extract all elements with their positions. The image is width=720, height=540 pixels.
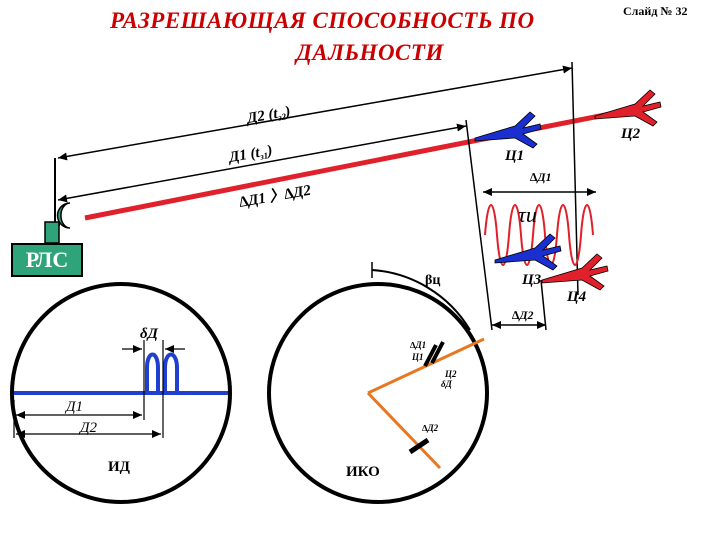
- id-label-name: ИД: [108, 459, 131, 475]
- id-label-d2: Д2: [78, 420, 98, 436]
- title-line-1: РАЗРЕШАЮЩАЯ СПОСОБНОСТЬ ПО: [110, 8, 535, 33]
- radar-label-box: РЛС: [11, 243, 83, 277]
- id-pulse-1: [145, 352, 160, 393]
- target-4-icon: [541, 253, 609, 291]
- iko-mark-c2: [430, 341, 445, 364]
- pulse-waveform: [484, 204, 594, 266]
- iko-label-delta-d2: ∆Д2: [422, 423, 439, 433]
- tick-d2-end: [571, 61, 579, 296]
- label-delta-d1: ∆Д1: [530, 170, 552, 184]
- id-pulse-2: [163, 352, 179, 393]
- target-1-icon: [474, 111, 542, 149]
- range-arrow-d1: [57, 123, 467, 203]
- label-delta-d2: ∆Д2: [512, 308, 534, 322]
- iko-label-name: ИКО: [346, 464, 380, 480]
- label-tau: τи: [518, 202, 537, 227]
- radar-antenna-icon: [56, 202, 71, 229]
- label-target-3: Ц3: [521, 272, 542, 288]
- label-target-4: Ц4: [566, 289, 587, 305]
- tick-d1-end: [465, 119, 493, 331]
- iko-label-delta-d1: ∆Д1: [410, 340, 426, 350]
- tick-d2-mid: [540, 279, 547, 331]
- iko-label-c1: Ц1: [411, 352, 424, 362]
- radar-base: [44, 221, 60, 244]
- iko-sweep-2: [366, 391, 442, 470]
- target-3-icon: [494, 233, 562, 271]
- label-d1: Д1 (tз1): [226, 143, 274, 168]
- iko-mark-d2: [408, 437, 430, 455]
- label-d2: Д2 (tз2): [244, 104, 292, 129]
- iko-label-c2: Ц2: [444, 369, 457, 379]
- id-label-delta: δД: [140, 326, 159, 342]
- iko-label-delta: δД: [441, 379, 453, 389]
- id-label-d1: Д1: [64, 399, 83, 415]
- iko-label-beta: βц: [425, 273, 440, 288]
- label-target-2: Ц2: [620, 126, 641, 142]
- target-2-icon: [594, 89, 662, 127]
- title-line-2: ДАЛЬНОСТИ: [296, 40, 444, 65]
- range-arrow-d2: [57, 65, 573, 161]
- iko-scope: [267, 282, 489, 504]
- iko-mark-c1: [423, 344, 438, 367]
- label-target-1: Ц1: [504, 148, 524, 164]
- iko-beta-arc: [371, 269, 471, 331]
- radar-beam: [84, 105, 641, 221]
- slide-number: Слайд № 32: [623, 4, 688, 18]
